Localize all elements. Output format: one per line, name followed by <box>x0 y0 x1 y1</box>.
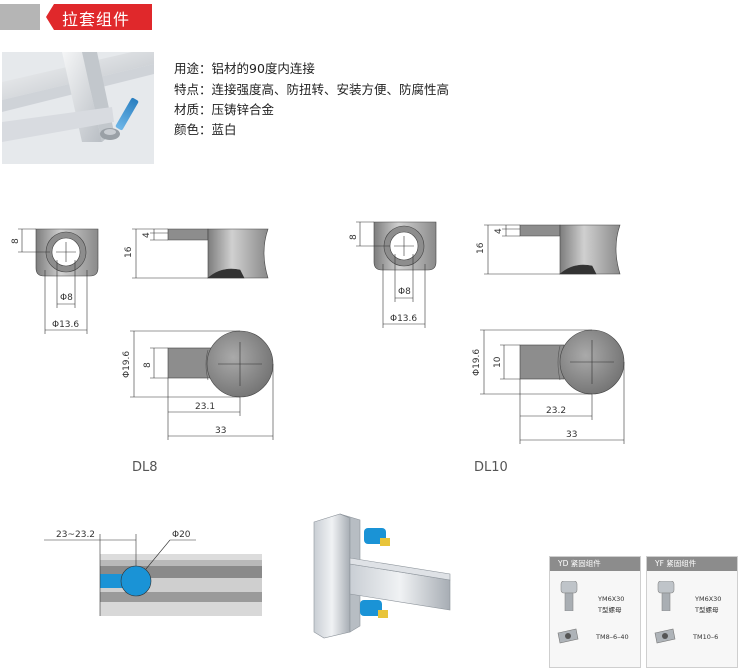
dl8-front-view <box>18 228 99 334</box>
spec-material: 材质：压铸锌合金 <box>174 99 274 118</box>
spec-features-label: 特点： <box>174 82 212 97</box>
dl10-dim-height: 8 <box>349 234 359 240</box>
dl10-dim-len-short: 23.2 <box>546 406 566 416</box>
bolt-icon <box>657 581 675 611</box>
assembly-illustration <box>313 513 451 639</box>
dl8-dim-height: 8 <box>11 238 21 244</box>
dl8-side-view <box>132 228 269 279</box>
dl8-label: DL8 <box>132 460 158 475</box>
profile-slot-drawing: 23~23.2 Φ20 <box>44 530 262 616</box>
t-nut-icon <box>557 628 579 644</box>
dl10-dim-width: Φ13.6 <box>390 314 417 324</box>
spec-color: 颜色：蓝白 <box>174 119 237 138</box>
dl10-dim-side-height: 16 <box>476 242 486 254</box>
dl10-bottom-view <box>480 329 625 444</box>
spec-features: 特点：连接强度高、防扭转、安装方便、防腐性高 <box>174 79 449 98</box>
kit-yf-nut-code: TM10–6 <box>693 633 719 641</box>
dl8-dim-len-short: 23.1 <box>195 402 215 412</box>
dl8-dim-width: Φ13.6 <box>52 320 79 330</box>
dl10-dim-len-total: 33 <box>566 430 577 440</box>
kit-yf-header: YF 紧固组件 <box>647 557 737 571</box>
spec-usage-value: 铝材的90度内连接 <box>211 61 315 76</box>
spec-color-label: 颜色： <box>174 122 212 137</box>
dl10-dim-hole: Φ8 <box>398 287 411 297</box>
kit-yf: YF 紧固组件 YM6X30 T型螺母 TM10–6 <box>646 556 738 668</box>
profile-dim-pos: 23~23.2 <box>56 530 95 540</box>
t-nut-icon <box>654 628 676 644</box>
dl10-dim-bottom-dia: Φ19.6 <box>472 349 482 376</box>
dl10-dim-side-lip: 4 <box>494 228 504 234</box>
kit-yd-nut-code: TM8–6–40 <box>596 633 629 641</box>
spec-material-value: 压铸锌合金 <box>211 102 275 117</box>
dl8-dim-bottom-dia: Φ19.6 <box>122 351 132 378</box>
kit-yf-bolt-desc: T型螺母 <box>695 606 719 614</box>
kit-yd-header: YD 紧固组件 <box>550 557 640 571</box>
dl10-front-view <box>356 221 437 328</box>
kit-yd: YD 紧固组件 YM6X30 T型螺母 TM8–6–40 <box>549 556 641 668</box>
profile-dim-hole: Φ20 <box>172 530 191 540</box>
page-title: 拉套组件 <box>62 10 131 29</box>
technical-drawings: 8 Φ8 Φ13.6 16 4 Φ19.6 8 23.1 33 8 Φ8 Φ13… <box>11 221 625 444</box>
dl10-dim-bottom-h: 10 <box>493 356 503 368</box>
kit-yd-bolt-code: YM6X30 <box>598 595 625 603</box>
spec-material-label: 材质： <box>174 102 212 117</box>
kit-yd-bolt-desc: T型螺母 <box>598 606 622 614</box>
spec-usage: 用途：铝材的90度内连接 <box>174 58 315 77</box>
title-red-banner <box>46 4 152 30</box>
dl8-dim-side-height: 16 <box>124 246 134 258</box>
spec-usage-label: 用途： <box>174 61 212 76</box>
dl10-side-view <box>484 224 621 275</box>
dl8-dim-bottom-h: 8 <box>143 362 153 368</box>
dl8-dim-len-total: 33 <box>215 426 226 436</box>
kit-yf-bolt-code: YM6X30 <box>695 595 722 603</box>
title-grey-tab <box>0 4 40 30</box>
spec-color-value: 蓝白 <box>211 122 237 137</box>
dl8-bottom-view <box>130 330 274 440</box>
product-photo <box>2 52 154 164</box>
dl8-dim-side-lip: 4 <box>142 232 152 238</box>
dl8-dim-hole: Φ8 <box>60 293 73 303</box>
bolt-icon <box>560 581 578 611</box>
dl10-label: DL10 <box>474 460 508 475</box>
spec-features-value: 连接强度高、防扭转、安装方便、防腐性高 <box>211 82 450 97</box>
